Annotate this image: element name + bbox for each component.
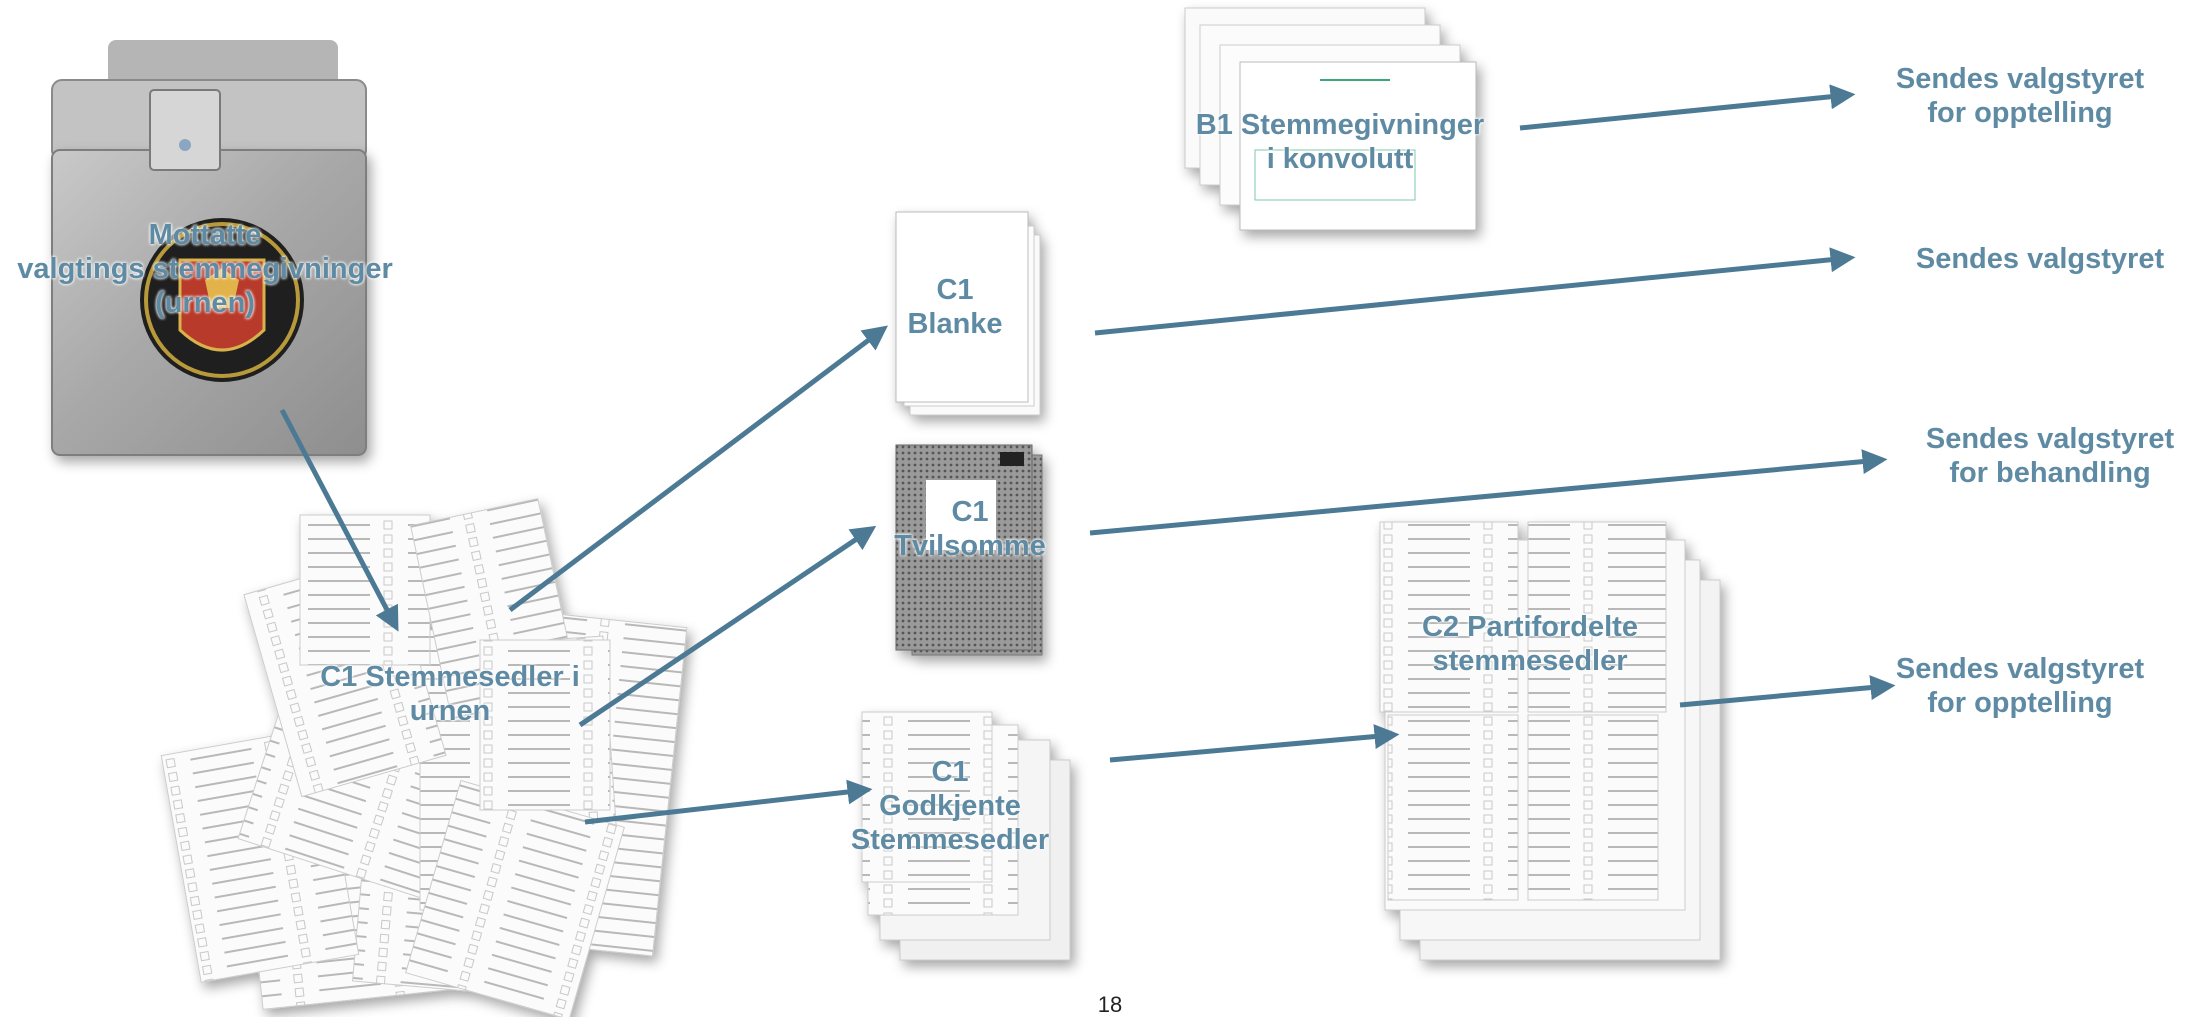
label-line: C1 Stemmesedler i — [320, 661, 580, 693]
arrow-urn-to-pile — [279, 408, 399, 632]
arrow-godkjente-to-c2 — [1109, 724, 1400, 763]
label-dest2: Sendes valgstyret — [1900, 242, 2180, 276]
arrow-pile-to-godkjente — [584, 779, 873, 825]
label-line: Godkjente — [879, 790, 1021, 823]
label-b1: B1 Stemmegivninger i konvolutt — [1170, 108, 1510, 176]
label-line: Stemmesedler — [850, 824, 1050, 857]
label-line: urnen — [409, 695, 491, 728]
envelope-forms-image — [1184, 7, 1477, 231]
label-line: valgtings stemmegivninger — [17, 253, 393, 286]
label-line: for opptelling — [1927, 97, 2113, 130]
arrow-tvilsomme-to-dest3 — [1089, 449, 1888, 536]
label-line: Sendes valgstyret — [1895, 63, 2145, 95]
party-sorted-ballots-image — [1379, 521, 1721, 961]
arrow-blanke-to-dest2 — [1094, 247, 1856, 336]
arrow-c2-to-dest4 — [1679, 675, 1896, 708]
label-line: C1 — [936, 274, 974, 306]
label-c1-urnen: C1 Stemmesedler i urnen — [270, 660, 630, 728]
ballot-pile-image — [160, 498, 688, 1017]
blank-ballots-image — [895, 211, 1041, 416]
arrow-pile-to-tvilsomme — [578, 525, 877, 728]
label-line: for behandling — [1949, 457, 2151, 490]
label-line: Blanke — [907, 308, 1003, 341]
label-c1-godkjente: C1 Godkjente Stemmesedler — [830, 755, 1070, 858]
label-line: C2 Partifordelte — [1422, 611, 1638, 643]
label-line: Mottatte — [148, 219, 262, 251]
label-line: Sendes valgstyret — [1895, 653, 2145, 685]
label-mottatte: Mottatte valgtings stemmegivninger (urne… — [0, 218, 410, 321]
label-line: (urnen) — [155, 287, 255, 320]
label-line: Sendes valgstyret — [1915, 243, 2165, 275]
approved-ballots-image — [861, 711, 1071, 961]
label-line: C1 — [951, 496, 989, 528]
label-c2: C2 Partifordelte stemmesedler — [1380, 610, 1680, 678]
label-c1-tvilsomme: C1 Tvilsomme — [870, 495, 1070, 563]
page-number: 18 — [1097, 992, 1123, 1017]
label-dest4: Sendes valgstyret for opptelling — [1870, 652, 2170, 720]
label-line: stemmesedler — [1432, 645, 1628, 678]
label-line: i konvolutt — [1266, 143, 1414, 176]
label-dest1: Sendes valgstyret for opptelling — [1870, 62, 2170, 130]
label-line: Sendes valgstyret — [1925, 423, 2175, 455]
label-dest3: Sendes valgstyret for behandling — [1900, 422, 2200, 490]
label-line: for opptelling — [1927, 687, 2113, 720]
label-line: B1 Stemmegivninger — [1195, 109, 1485, 141]
arrow-pile-to-blanke — [508, 325, 888, 612]
flow-arrows — [279, 84, 1896, 825]
label-line: Tvilsomme — [894, 530, 1046, 563]
ballot-box-image — [51, 40, 367, 456]
arrow-b1-to-dest1 — [1519, 84, 1856, 131]
label-c1-blanke: C1 Blanke — [880, 273, 1030, 341]
doubtful-ballots-image — [895, 444, 1043, 656]
label-line: C1 — [931, 756, 969, 788]
